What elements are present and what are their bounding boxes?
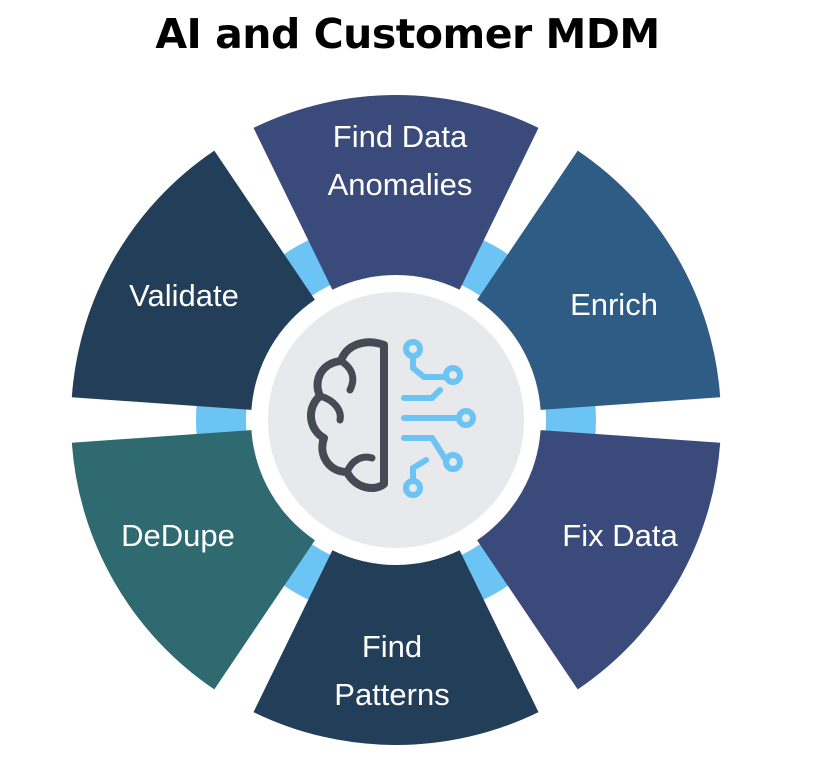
segment-label-enrich: Enrich [570, 287, 658, 322]
hub-circle [268, 292, 524, 548]
page-title: AI and Customer MDM [155, 10, 660, 58]
segment-label-find-patterns: Find [362, 629, 422, 664]
segment-find-patterns [253, 550, 539, 746]
segment-enrich [477, 150, 721, 410]
segment-label-validate: Validate [129, 278, 239, 313]
segment-fix-data [477, 430, 721, 690]
connector-band [545, 399, 596, 441]
segment-group [71, 94, 721, 746]
segment-label-find-data-anomalies: Find Data [333, 119, 468, 154]
segment-label-find-data-anomalies: Anomalies [328, 167, 473, 202]
segment-label-dedupe: DeDupe [121, 518, 235, 553]
segment-dedupe [71, 430, 315, 690]
segment-validate [71, 150, 315, 410]
segment-label-fix-data: Fix Data [562, 518, 678, 553]
ai-brain-icon [307, 338, 476, 498]
segment-label-find-patterns: Patterns [334, 677, 449, 712]
segment-find-data-anomalies [253, 94, 539, 290]
connector-band [196, 399, 247, 441]
